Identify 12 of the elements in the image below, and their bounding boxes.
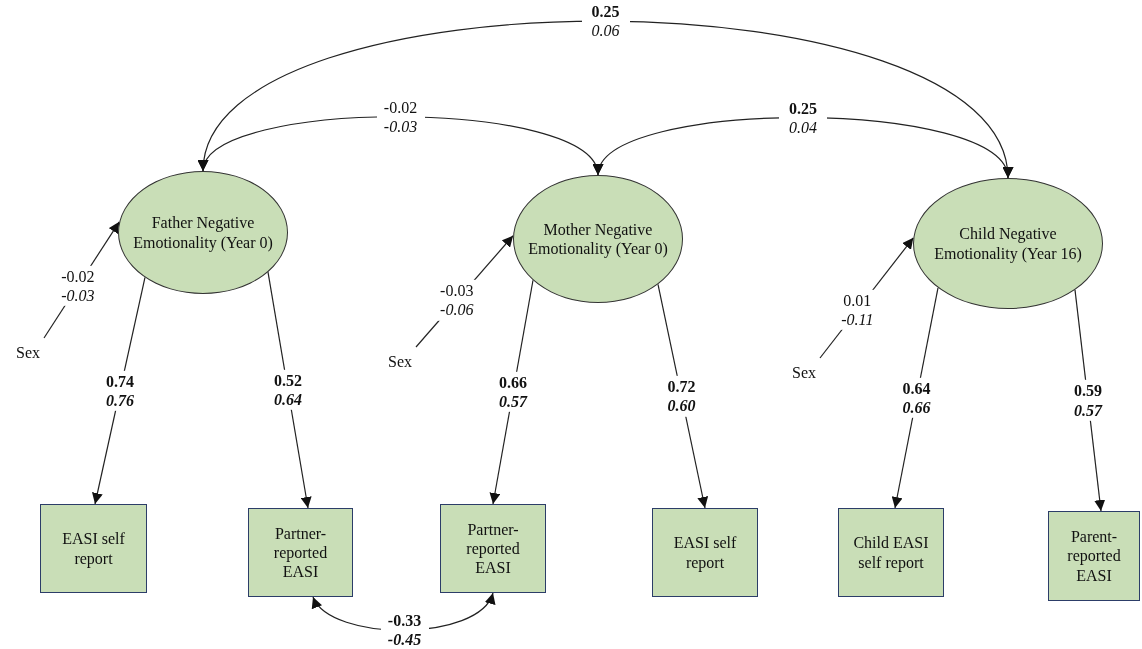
latent-variable-ellipse: Child Negative Emotionality (Year 16) <box>913 178 1103 309</box>
variable-label: Sex <box>10 342 46 364</box>
observed-variable-box: Partner-reported EASI <box>440 504 546 593</box>
observed-variable-box: EASI self report <box>40 504 147 593</box>
variable-label: Sex <box>786 362 822 384</box>
observed-variable-box: EASI self report <box>652 508 758 597</box>
observed-variable-box: Parent-reported EASI <box>1048 511 1140 601</box>
observed-variable-box: Child EASI self report <box>838 508 944 597</box>
latent-variable-ellipse: Father Negative Emotionality (Year 0) <box>118 171 288 294</box>
latent-variable-ellipse: Mother Negative Emotionality (Year 0) <box>513 175 683 303</box>
observed-variable-box: Partner-reported EASI <box>248 508 353 597</box>
variable-label: Sex <box>382 351 418 373</box>
